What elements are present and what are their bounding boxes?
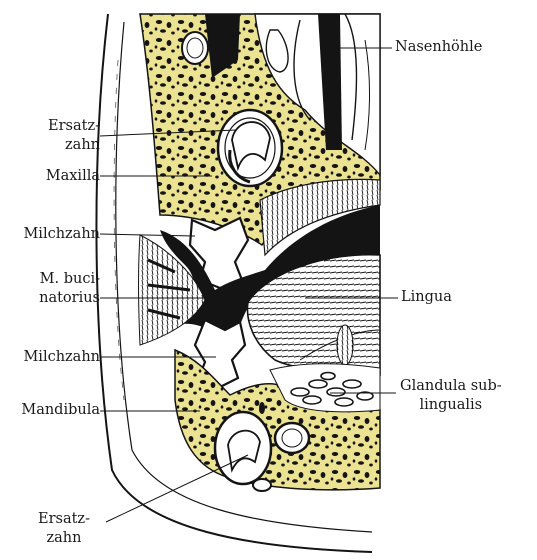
label-milchzahn-lower: Milchzahn	[23, 348, 100, 367]
label-m-bucinatorius: M. buci- natorius	[39, 270, 100, 308]
label-ersatzzahn-lower: Ersatz- zahn	[38, 510, 90, 548]
label-glandula-sublingualis: Glandula sub- lingualis	[400, 377, 502, 415]
label-nasenhoehle: Nasenhöhle	[395, 38, 482, 57]
label-mandibula: Mandibula	[21, 401, 100, 420]
label-ersatzzahn-upper: Ersatz- zahn	[48, 117, 100, 155]
label-milchzahn-upper: Milchzahn	[23, 225, 100, 244]
label-lingua: Lingua	[401, 288, 452, 307]
label-maxilla: Maxilla	[46, 167, 100, 186]
